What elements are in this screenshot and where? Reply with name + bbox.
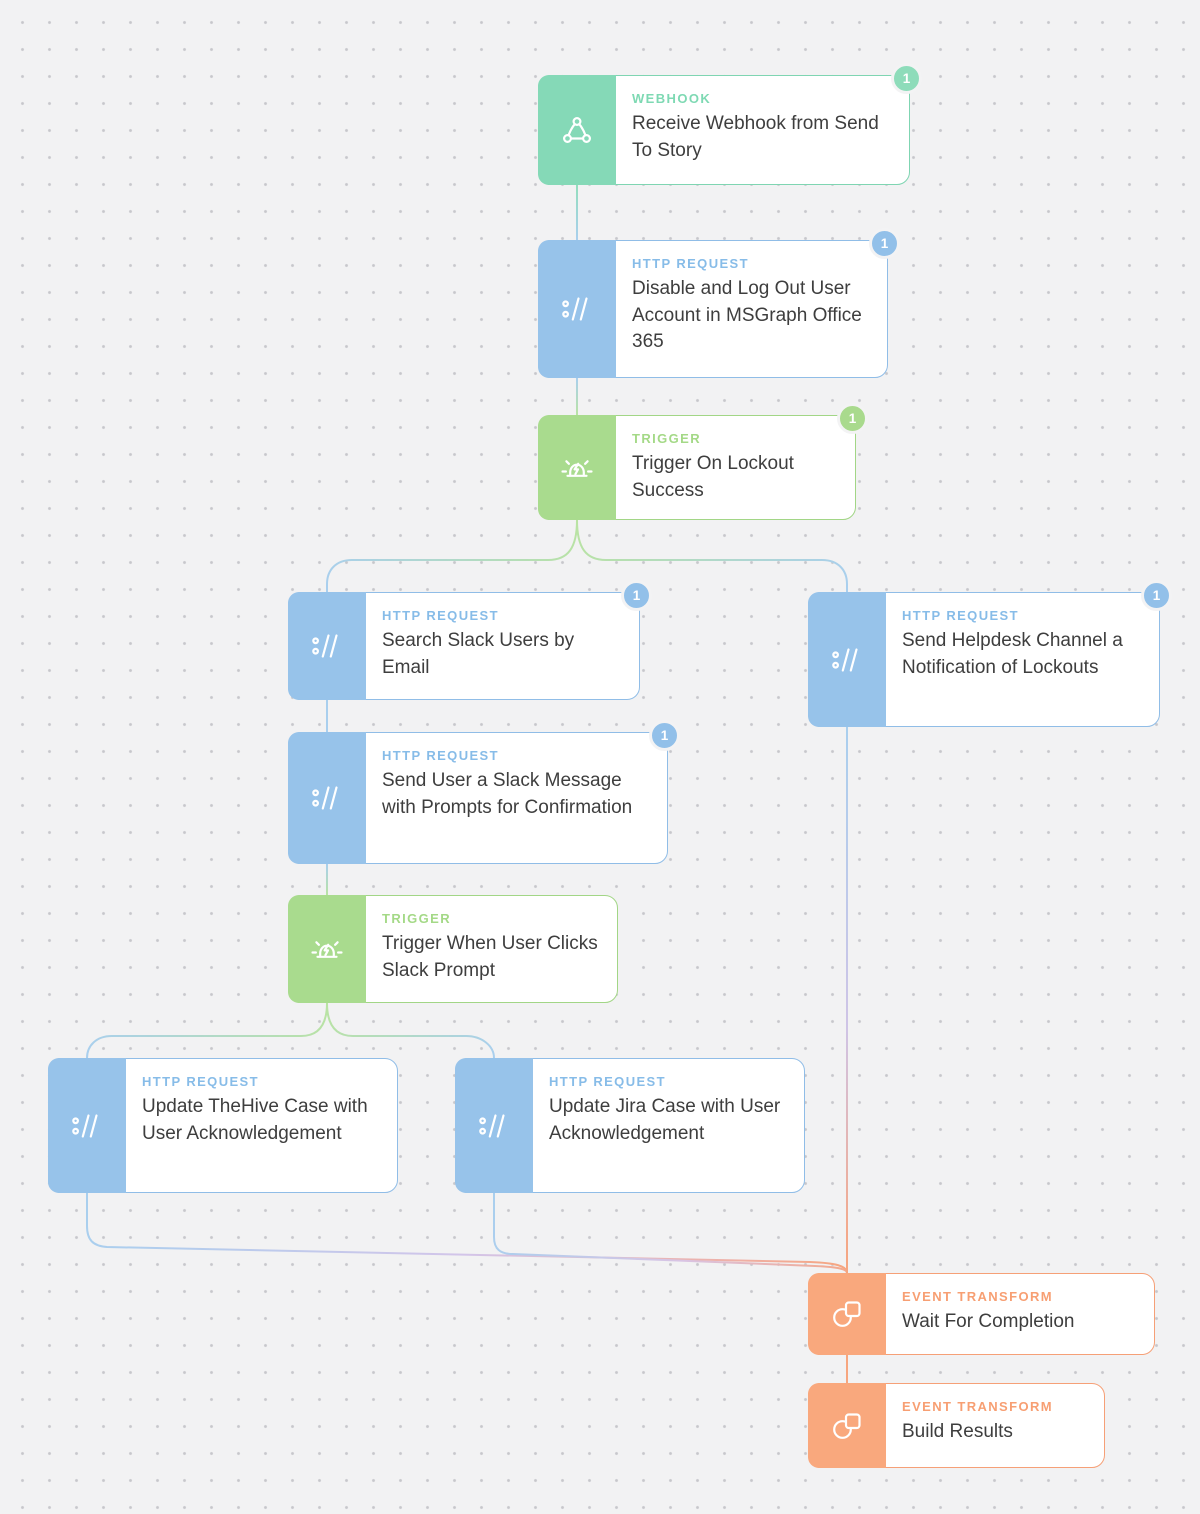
node-icon-strip <box>808 1273 886 1355</box>
run-count-badge[interactable]: 1 <box>649 720 680 751</box>
webhook-icon <box>562 117 592 144</box>
run-count-badge[interactable]: 1 <box>891 63 922 94</box>
node-icon-strip <box>808 592 886 727</box>
node-title: Send Helpdesk Channel a Notification of … <box>902 630 1123 678</box>
run-count-badge[interactable]: 1 <box>837 403 868 434</box>
run-count-badge[interactable]: 1 <box>1141 580 1172 611</box>
node-icon-strip <box>455 1058 533 1193</box>
node-wait-for-completion[interactable]: EVENT TRANSFORM Wait For Completion <box>808 1273 1155 1355</box>
node-title: Update Jira Case with User Acknowledgeme… <box>549 1096 781 1144</box>
node-type-label: TRIGGER <box>632 431 702 446</box>
node-title: Build Results <box>902 1421 1013 1442</box>
node-title: Wait For Completion <box>902 1311 1075 1332</box>
node-title: Trigger On Lockout Success <box>632 453 794 501</box>
event-transform-icon <box>833 1412 861 1439</box>
node-type-label: HTTP REQUEST <box>549 1074 666 1089</box>
node-icon-strip <box>48 1058 126 1193</box>
node-icon-strip <box>538 415 616 520</box>
node-receive-webhook[interactable]: WEBHOOK Receive Webhook from Send To Sto… <box>538 63 922 185</box>
node-build-results[interactable]: EVENT TRANSFORM Build Results <box>808 1383 1105 1468</box>
trigger-icon <box>561 459 593 477</box>
node-type-label: WEBHOOK <box>632 91 712 106</box>
http-request-icon <box>562 297 588 321</box>
node-icon-strip <box>808 1383 886 1468</box>
node-title: Trigger When User Clicks Slack Prompt <box>382 933 598 981</box>
http-request-icon <box>72 1113 98 1138</box>
node-send-user-slack-msg[interactable]: HTTP REQUEST Send User a Slack Message w… <box>288 720 680 864</box>
http-request-icon <box>479 1113 505 1138</box>
edge-jira-to-wait <box>493 1192 848 1274</box>
node-type-label: TRIGGER <box>382 911 452 926</box>
node-type-label: EVENT TRANSFORM <box>902 1289 1053 1304</box>
node-title: Receive Webhook from Send To Story <box>632 113 879 161</box>
run-count-badge[interactable]: 1 <box>621 580 652 611</box>
node-send-helpdesk-notice[interactable]: HTTP REQUEST Send Helpdesk Channel a Not… <box>808 580 1172 727</box>
node-trigger-slack-prompt[interactable]: TRIGGER Trigger When User Clicks Slack P… <box>288 895 618 1003</box>
http-request-icon <box>832 647 858 672</box>
node-icon-strip <box>538 75 616 185</box>
node-update-jira-case[interactable]: HTTP REQUEST Update Jira Case with User … <box>455 1058 805 1193</box>
node-icon-strip <box>288 732 366 864</box>
node-search-slack-users[interactable]: HTTP REQUEST Search Slack Users by Email… <box>288 580 652 700</box>
node-trigger-lockout[interactable]: TRIGGER Trigger On Lockout Success 1 <box>538 403 868 520</box>
run-count-badge[interactable]: 1 <box>869 228 900 259</box>
event-transform-icon <box>833 1301 861 1327</box>
edge-trigger2-branch-right <box>326 1002 495 1059</box>
edge-trigger-branch-left <box>326 519 578 593</box>
http-request-icon <box>312 786 338 810</box>
node-title: Disable and Log Out User Account in MSGr… <box>632 278 862 352</box>
node-update-thehive-case[interactable]: HTTP REQUEST Update TheHive Case with Us… <box>48 1058 398 1193</box>
node-type-label: HTTP REQUEST <box>382 748 499 763</box>
edge-thehive-to-wait <box>86 1192 848 1274</box>
node-type-label: HTTP REQUEST <box>632 256 749 271</box>
node-icon-strip <box>288 895 366 1003</box>
node-title: Search Slack Users by Email <box>382 630 575 678</box>
node-type-label: HTTP REQUEST <box>142 1074 259 1089</box>
node-icon-strip <box>538 240 616 378</box>
http-request-icon <box>312 634 338 658</box>
trigger-icon <box>311 941 343 958</box>
node-type-label: HTTP REQUEST <box>382 608 499 623</box>
node-type-label: EVENT TRANSFORM <box>902 1399 1053 1414</box>
node-type-label: HTTP REQUEST <box>902 608 1019 623</box>
edge-trigger-branch-right <box>576 519 848 593</box>
node-icon-strip <box>288 592 366 700</box>
edge-trigger2-branch-left <box>86 1002 328 1059</box>
node-title: Update TheHive Case with User Acknowledg… <box>142 1096 368 1144</box>
node-title: Send User a Slack Message with Prompts f… <box>382 770 633 818</box>
node-disable-logout-user[interactable]: HTTP REQUEST Disable and Log Out User Ac… <box>538 228 900 378</box>
